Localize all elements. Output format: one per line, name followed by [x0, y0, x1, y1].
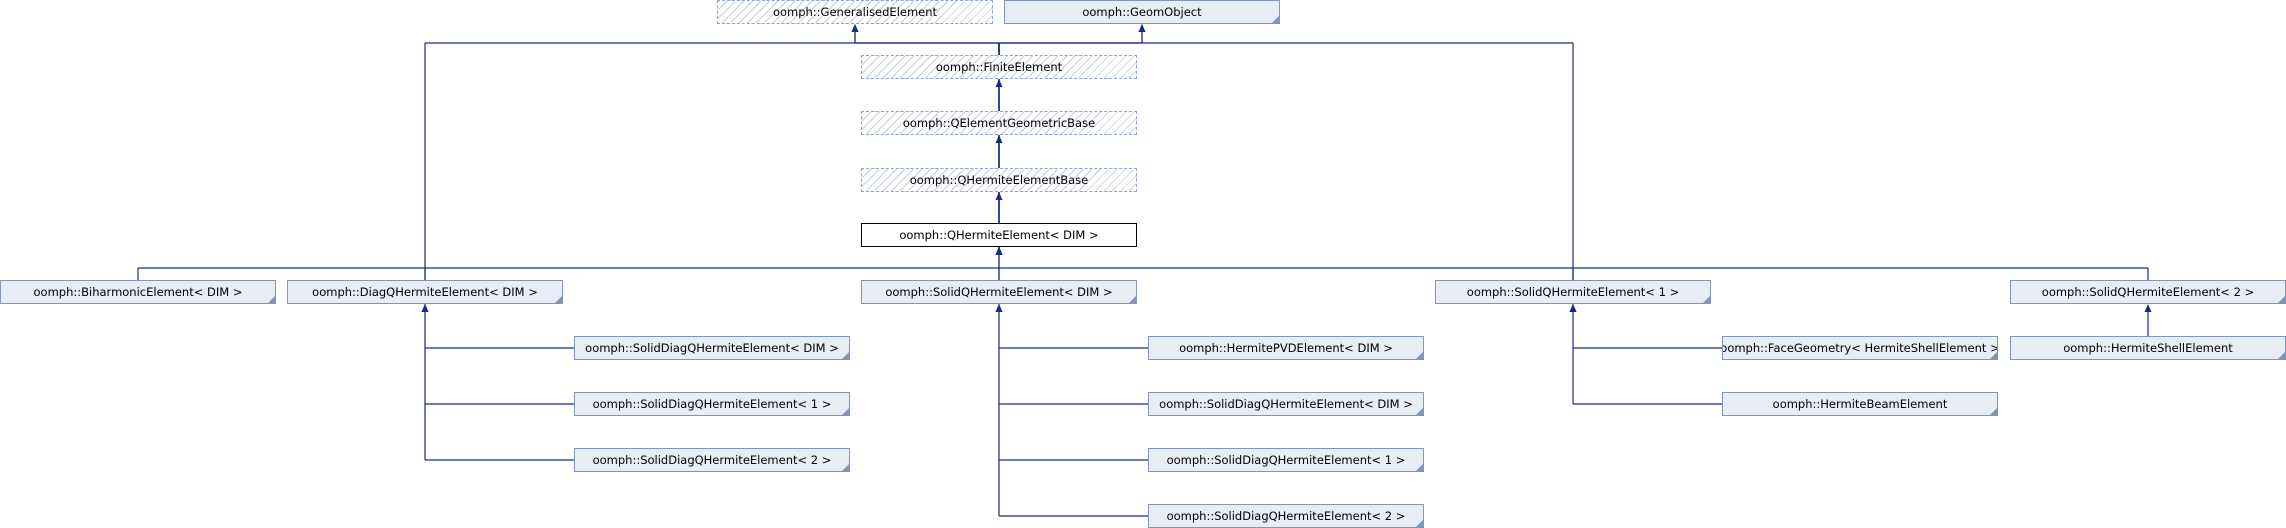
node-label: oomph::SolidQHermiteElement< DIM > — [885, 285, 1113, 299]
node-corner-mark — [1990, 408, 1997, 415]
node-label: oomph::SolidDiagQHermiteElement< DIM > — [585, 341, 839, 355]
node-solid-diag-qhermite-element-2[interactable]: oomph::SolidDiagQHermiteElement< 2 > — [1148, 504, 1424, 528]
node-corner-mark — [268, 296, 275, 303]
edge-arrowhead — [421, 304, 429, 312]
node-label: oomph::SolidDiagQHermiteElement< DIM > — [1159, 397, 1413, 411]
node-corner-mark — [1416, 464, 1423, 471]
node-label: oomph::BiharmonicElement< DIM > — [33, 285, 243, 299]
node-label: oomph::QHermiteElementBase — [909, 173, 1089, 187]
node-label: oomph::HermiteShellElement — [2063, 341, 2233, 355]
node-label: oomph::SolidDiagQHermiteElement< 2 > — [592, 453, 832, 467]
node-corner-mark — [1129, 296, 1136, 303]
node-label: oomph::GeneralisedElement — [772, 5, 938, 19]
edge-arrowhead — [851, 24, 859, 32]
node-label: oomph::FiniteElement — [935, 60, 1063, 74]
node-label: oomph::SolidDiagQHermiteElement< 2 > — [1166, 509, 1406, 523]
node-qhermite-element-dim[interactable]: oomph::QHermiteElement< DIM > — [861, 223, 1137, 247]
node-finite-element[interactable]: oomph::FiniteElement — [861, 55, 1137, 79]
node-label: oomph::DiagQHermiteElement< DIM > — [312, 285, 538, 299]
node-corner-mark — [1990, 352, 1997, 359]
node-label: oomph::FaceGeometry< HermiteShellElement… — [1722, 341, 1998, 355]
node-solid-diag-qhermite-element-dim[interactable]: oomph::SolidDiagQHermiteElement< DIM > — [1148, 392, 1424, 416]
node-corner-mark — [842, 352, 849, 359]
node-label: oomph::HermitePVDElement< DIM > — [1179, 341, 1393, 355]
edge-arrowhead — [2144, 304, 2152, 312]
node-label: oomph::SolidDiagQHermiteElement< 1 > — [1166, 453, 1406, 467]
node-corner-mark — [1416, 352, 1423, 359]
node-corner-mark — [1416, 520, 1423, 527]
node-solid-diag-qhermite-element-1[interactable]: oomph::SolidDiagQHermiteElement< 1 > — [1148, 448, 1424, 472]
node-biharmonic-element[interactable]: oomph::BiharmonicElement< DIM > — [0, 280, 276, 304]
node-qhermite-element-base[interactable]: oomph::QHermiteElementBase — [861, 168, 1137, 192]
node-label: oomph::SolidQHermiteElement< 2 > — [2041, 285, 2255, 299]
node-hermite-shell-element[interactable]: oomph::HermiteShellElement — [2010, 336, 2286, 360]
node-hermite-beam-element[interactable]: oomph::HermiteBeamElement — [1722, 392, 1998, 416]
node-label: oomph::GeomObject — [1082, 5, 1202, 19]
node-solid-diag-qhermite-element-1[interactable]: oomph::SolidDiagQHermiteElement< 1 > — [574, 392, 850, 416]
node-solid-qhermite-element-2[interactable]: oomph::SolidQHermiteElement< 2 > — [2010, 280, 2286, 304]
node-hermite-pvd-element[interactable]: oomph::HermitePVDElement< DIM > — [1148, 336, 1424, 360]
node-generalised-element[interactable]: oomph::GeneralisedElement — [717, 0, 993, 24]
edge-arrowhead — [1569, 304, 1577, 312]
node-corner-mark — [2278, 352, 2285, 359]
node-label: oomph::HermiteBeamElement — [1772, 397, 1948, 411]
node-corner-mark — [1703, 296, 1710, 303]
node-qelement-geometric-base[interactable]: oomph::QElementGeometricBase — [861, 111, 1137, 135]
node-label: oomph::SolidDiagQHermiteElement< 1 > — [592, 397, 832, 411]
node-corner-mark — [842, 464, 849, 471]
node-corner-mark — [2278, 296, 2285, 303]
node-label: oomph::SolidQHermiteElement< 1 > — [1466, 285, 1680, 299]
node-solid-diag-qhermite-element-2[interactable]: oomph::SolidDiagQHermiteElement< 2 > — [574, 448, 850, 472]
node-corner-mark — [555, 296, 562, 303]
edge-arrowhead — [995, 304, 1003, 312]
node-solid-qhermite-element-1[interactable]: oomph::SolidQHermiteElement< 1 > — [1435, 280, 1711, 304]
edge-arrowhead — [1138, 24, 1146, 32]
node-face-geometry-hermite-shell[interactable]: oomph::FaceGeometry< HermiteShellElement… — [1722, 336, 1998, 360]
node-solid-qhermite-element-dim[interactable]: oomph::SolidQHermiteElement< DIM > — [861, 280, 1137, 304]
node-label: oomph::QHermiteElement< DIM > — [899, 228, 1099, 242]
node-corner-mark — [1272, 16, 1279, 23]
node-corner-mark — [1416, 408, 1423, 415]
node-solid-diag-qhermite-element-dim[interactable]: oomph::SolidDiagQHermiteElement< DIM > — [574, 336, 850, 360]
node-corner-mark — [842, 408, 849, 415]
node-diag-qhermite-element[interactable]: oomph::DiagQHermiteElement< DIM > — [287, 280, 563, 304]
node-label: oomph::QElementGeometricBase — [902, 116, 1096, 130]
node-geom-object[interactable]: oomph::GeomObject — [1004, 0, 1280, 24]
